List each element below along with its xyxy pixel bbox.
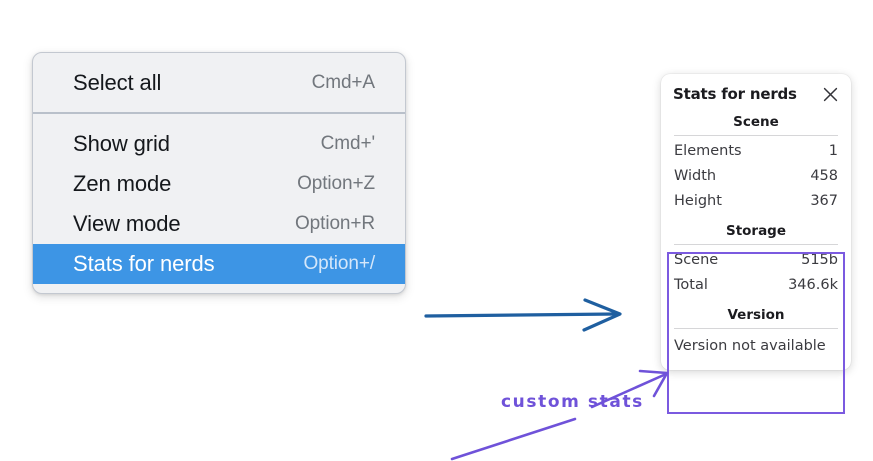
canvas-context-menu: Select all Cmd+A Show grid Cmd+' Zen mod… bbox=[32, 52, 406, 294]
panel-title: Stats for nerds bbox=[673, 85, 797, 103]
blue-arrow-annotation bbox=[424, 298, 622, 332]
menu-item-view-mode[interactable]: View mode Option+R bbox=[33, 204, 405, 244]
menu-item-label: Select all bbox=[73, 70, 162, 95]
menu-separator bbox=[33, 112, 405, 114]
stat-key: Total bbox=[674, 277, 708, 294]
version-not-available-text: Version not available bbox=[674, 338, 826, 355]
menu-item-zen-mode[interactable]: Zen mode Option+Z bbox=[33, 164, 405, 204]
stats-row: Elements 1 bbox=[672, 139, 840, 164]
stats-row: Width 458 bbox=[672, 164, 840, 189]
menu-item-label: View mode bbox=[73, 211, 181, 236]
section-heading-version: Version bbox=[727, 307, 785, 324]
menu-item-shortcut: Cmd+' bbox=[320, 133, 375, 154]
section-rule bbox=[674, 244, 838, 246]
menu-item-select-all[interactable]: Select all Cmd+A bbox=[33, 63, 405, 103]
menu-group-1: Select all Cmd+A bbox=[33, 53, 405, 112]
menu-item-label: Stats for nerds bbox=[73, 251, 215, 276]
stat-key: Scene bbox=[674, 252, 719, 269]
stat-value: 515b bbox=[801, 252, 838, 269]
stats-row: Scene 515b bbox=[672, 248, 840, 273]
menu-item-shortcut: Option+/ bbox=[303, 253, 375, 274]
purple-underline-annotation bbox=[450, 417, 577, 461]
stat-value: 458 bbox=[810, 168, 838, 185]
stats-row: Height 367 bbox=[672, 189, 840, 214]
stats-panel-titlebar: Stats for nerds bbox=[672, 83, 840, 105]
menu-item-stats-for-nerds[interactable]: Stats for nerds Option+/ bbox=[33, 244, 405, 284]
menu-item-label: Show grid bbox=[73, 131, 170, 156]
menu-item-show-grid[interactable]: Show grid Cmd+' bbox=[33, 124, 405, 164]
section-rule bbox=[674, 328, 838, 330]
stats-for-nerds-panel: Stats for nerds Scene Elements 1 Width 4… bbox=[661, 74, 851, 371]
menu-item-shortcut: Cmd+A bbox=[311, 72, 375, 93]
stat-value: 367 bbox=[810, 193, 838, 210]
section-rule bbox=[674, 135, 838, 136]
stats-row: Total 346.6k bbox=[672, 273, 840, 298]
menu-item-shortcut: Option+Z bbox=[297, 173, 375, 194]
stat-value: 1 bbox=[828, 143, 838, 159]
stat-key: Height bbox=[674, 193, 722, 210]
menu-item-shortcut: Option+R bbox=[295, 213, 375, 234]
stat-key: Width bbox=[674, 168, 717, 185]
stat-key: Elements bbox=[674, 143, 742, 159]
custom-stats-callout-label: custom stats bbox=[501, 392, 644, 412]
stat-value: 346.6k bbox=[788, 277, 838, 294]
menu-group-2: Show grid Cmd+' Zen mode Option+Z View m… bbox=[33, 114, 405, 293]
section-heading-storage: Storage bbox=[725, 223, 787, 240]
section-heading-scene: Scene bbox=[733, 114, 779, 130]
close-icon[interactable] bbox=[822, 86, 839, 103]
menu-item-label: Zen mode bbox=[73, 171, 172, 196]
